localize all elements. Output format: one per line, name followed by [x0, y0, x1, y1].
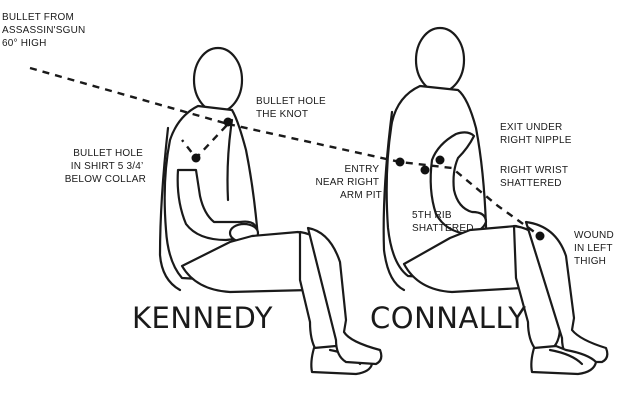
- connally-shoe-line: [548, 348, 584, 366]
- kennedy-chair: [158, 126, 182, 292]
- connally-head: [414, 26, 466, 94]
- bullet-trajectory: [29, 66, 231, 160]
- figure-name-connally: CONNALLY: [370, 301, 526, 335]
- dot-shirt: [191, 153, 201, 163]
- label-hole-knot: BULLET HOLE THE KNOT: [256, 96, 329, 120]
- label-hole-shirt: BULLET HOLE IN SHIRT 5 3/4’ BELOW COLLAR: [65, 148, 146, 185]
- label-bullet-from: BULLET FROM ASSASSIN'SGUN 60° HIGH: [2, 12, 88, 49]
- dot-thigh: [535, 231, 545, 241]
- kennedy-head: [192, 46, 244, 114]
- kennedy-figure: [158, 46, 383, 376]
- dot-entry: [395, 157, 405, 167]
- label-wound: WOUND IN LEFT THIGH: [574, 230, 617, 267]
- kennedy-jacket-edge: [226, 118, 234, 202]
- dot-knot: [223, 117, 233, 127]
- label-wrist: RIGHT WRIST SHATTERED: [500, 165, 571, 189]
- connally-foot: [530, 344, 598, 376]
- label-rib: 5TH RIB SHATTERED: [412, 210, 474, 234]
- connally-arm: [429, 131, 488, 236]
- connally-figure: [382, 26, 609, 376]
- bullet-trajectory-continuation: [227, 122, 541, 237]
- label-entry: ENTRY NEAR RIGHT ARM PIT: [316, 164, 382, 201]
- figure-name-kennedy: KENNEDY: [132, 301, 273, 335]
- dot-rib: [420, 165, 430, 175]
- kennedy-far-leg: [306, 226, 383, 366]
- label-exit: EXIT UNDER RIGHT NIPPLE: [500, 122, 572, 146]
- dot-exit: [435, 155, 445, 165]
